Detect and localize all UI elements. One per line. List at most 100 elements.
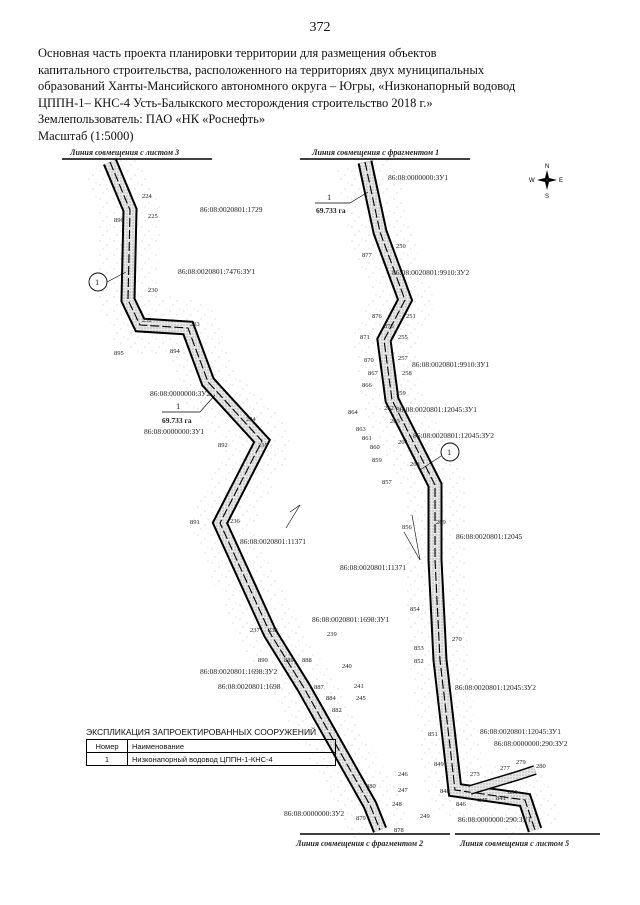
point-label: 262 <box>384 405 394 412</box>
compass-rose: N S W E <box>529 164 563 200</box>
point-label: 870 <box>364 357 374 364</box>
point-label: 235 <box>258 442 268 449</box>
point-label: 250 <box>396 243 406 250</box>
point-label: 854 <box>410 606 421 613</box>
area-callout: 1 69.733 га <box>315 191 369 215</box>
point-label: 258 <box>402 370 412 377</box>
parcel-label: 86:08:0020801:9910:ЗУ1 <box>412 360 489 369</box>
point-label: 853 <box>414 645 424 652</box>
page-number: 372 <box>309 20 331 35</box>
point-label: 230 <box>148 287 158 294</box>
parcel-label: 86:08:0000000:ЗУ2 <box>284 809 344 818</box>
header-line: Основная часть проекта планировки террит… <box>38 46 437 60</box>
point-label: 237 <box>250 627 261 634</box>
header-line: капитального строительства, расположенно… <box>38 62 485 77</box>
point-label: 249 <box>420 813 430 820</box>
point-label: 241 <box>354 683 364 690</box>
legend-table: ЭКСПЛИКАЦИЯ ЗАПРОЕКТИРОВАННЫХ СООРУЖЕНИЙ… <box>86 727 336 766</box>
parcel-label: 86:08:0020801:12045:ЗУ1 <box>396 405 477 414</box>
point-label: 268 <box>410 461 420 468</box>
point-label: 867 <box>368 370 379 377</box>
point-label: 273 <box>470 771 480 778</box>
point-label: 871 <box>360 334 370 341</box>
point-label: 848 <box>440 788 450 795</box>
legend-col-number: Номер <box>86 739 128 753</box>
parcel-label: 86:08:0000000:290:ЗУ1 <box>458 815 532 824</box>
structure-marker: 1 <box>88 271 127 292</box>
parcel-label: 86:08:0020801:11371 <box>340 563 406 572</box>
callout-number: 1 <box>327 192 331 202</box>
compass-w: W <box>529 178 535 184</box>
point-label: 279 <box>516 759 526 766</box>
compass-n: N <box>545 164 549 170</box>
parcel-label: 86:08:0020801:11371 <box>240 537 306 546</box>
point-label: 234 <box>246 416 257 423</box>
point-label: 246 <box>398 771 409 778</box>
parcel-labels: 86:08:0020801:1729 86:08:0020801:7476:ЗУ… <box>144 173 568 824</box>
point-label: 264 <box>398 439 409 446</box>
header-line: образований Ханты-Мансийского автономног… <box>38 79 516 93</box>
leader-lines <box>285 504 421 561</box>
callout-number: 1 <box>176 401 180 411</box>
parcel-label: 86:08:0020801:1698:ЗУ2 <box>200 667 277 676</box>
point-label: 861 <box>362 435 372 442</box>
point-label: 882 <box>332 707 342 714</box>
point-label: 890 <box>258 657 268 664</box>
legend-col-name: Наименование <box>127 739 336 753</box>
point-label: 841 <box>496 795 506 802</box>
point-label: 859 <box>372 457 382 464</box>
point-label: 257 <box>398 355 409 362</box>
point-label: 879 <box>356 815 366 822</box>
point-label: 877 <box>362 252 373 259</box>
header-line: ЦППН-1– КНС-4 Усть-Балыкского месторожде… <box>38 95 433 110</box>
point-label: 894 <box>170 348 181 355</box>
point-label: 856 <box>402 524 413 531</box>
point-label: 263 <box>390 418 400 425</box>
point-label: 895 <box>114 350 124 357</box>
parcel-label: 86:08:0020801:12045:ЗУ2 <box>455 683 536 692</box>
point-label: 880 <box>366 783 376 790</box>
parcel-label: 86:08:0020801:12045:ЗУ2 <box>413 431 494 440</box>
compass-s: S <box>545 194 549 200</box>
parcel-label: 86:08:0000000:ЗУ1 <box>388 173 448 182</box>
point-label: 251 <box>406 313 416 320</box>
point-label: 849 <box>434 761 444 768</box>
point-label: 888 <box>302 657 312 664</box>
parcel-label: 86:08:0000000:ЗУ2 <box>150 389 210 398</box>
parcel-label: 86:08:0020801:1698 <box>218 682 281 691</box>
point-label: 247 <box>398 787 409 794</box>
point-label: 846 <box>456 801 467 808</box>
match-line-bottom-center-label: Линия совмещения с фрагментом 2 <box>295 839 423 848</box>
svg-text:1: 1 <box>95 277 99 287</box>
point-label: 239 <box>327 631 337 638</box>
point-label: 866 <box>362 382 373 389</box>
legend-title: ЭКСПЛИКАЦИЯ ЗАПРОЕКТИРОВАННЫХ СООРУЖЕНИЙ <box>86 727 317 737</box>
match-line-bottom-right-label: Линия совмещения с листом 5 <box>459 839 569 848</box>
boundary-points: 224 225 896 230 232 233 895 894 234 892 … <box>114 193 546 834</box>
document-header: Основная часть проекта планировки террит… <box>38 45 618 144</box>
point-label: 852 <box>414 658 424 665</box>
svg-text:1: 1 <box>447 447 451 457</box>
point-label: 860 <box>370 444 380 451</box>
point-label: 876 <box>372 313 383 320</box>
parcel-label: 86:08:0020801:1698:ЗУ1 <box>312 615 389 624</box>
table-row: 1 Низконапорный водовод ЦППН-1-КНС-4 <box>86 752 336 766</box>
point-label: 845 <box>478 797 488 804</box>
point-label: 248 <box>392 801 402 808</box>
point-label: 277 <box>500 765 511 772</box>
point-label: 884 <box>326 695 337 702</box>
match-line-top-left-label: Линия совмещения с листом 3 <box>69 148 179 157</box>
point-label: 236 <box>230 518 241 525</box>
point-label: 851 <box>428 731 438 738</box>
point-label: 891 <box>190 519 200 526</box>
point-label: 857 <box>382 479 393 486</box>
point-label: 878 <box>394 827 404 834</box>
point-label: 259 <box>396 390 406 397</box>
point-label: 245 <box>356 695 366 702</box>
point-label: 863 <box>356 426 366 433</box>
parcel-label: 86:08:0000000:ЗУ1 <box>144 427 204 436</box>
point-label: 269 <box>436 519 446 526</box>
parcel-label: 86:08:0020801:12045 <box>456 532 523 541</box>
point-label: 240 <box>342 663 352 670</box>
